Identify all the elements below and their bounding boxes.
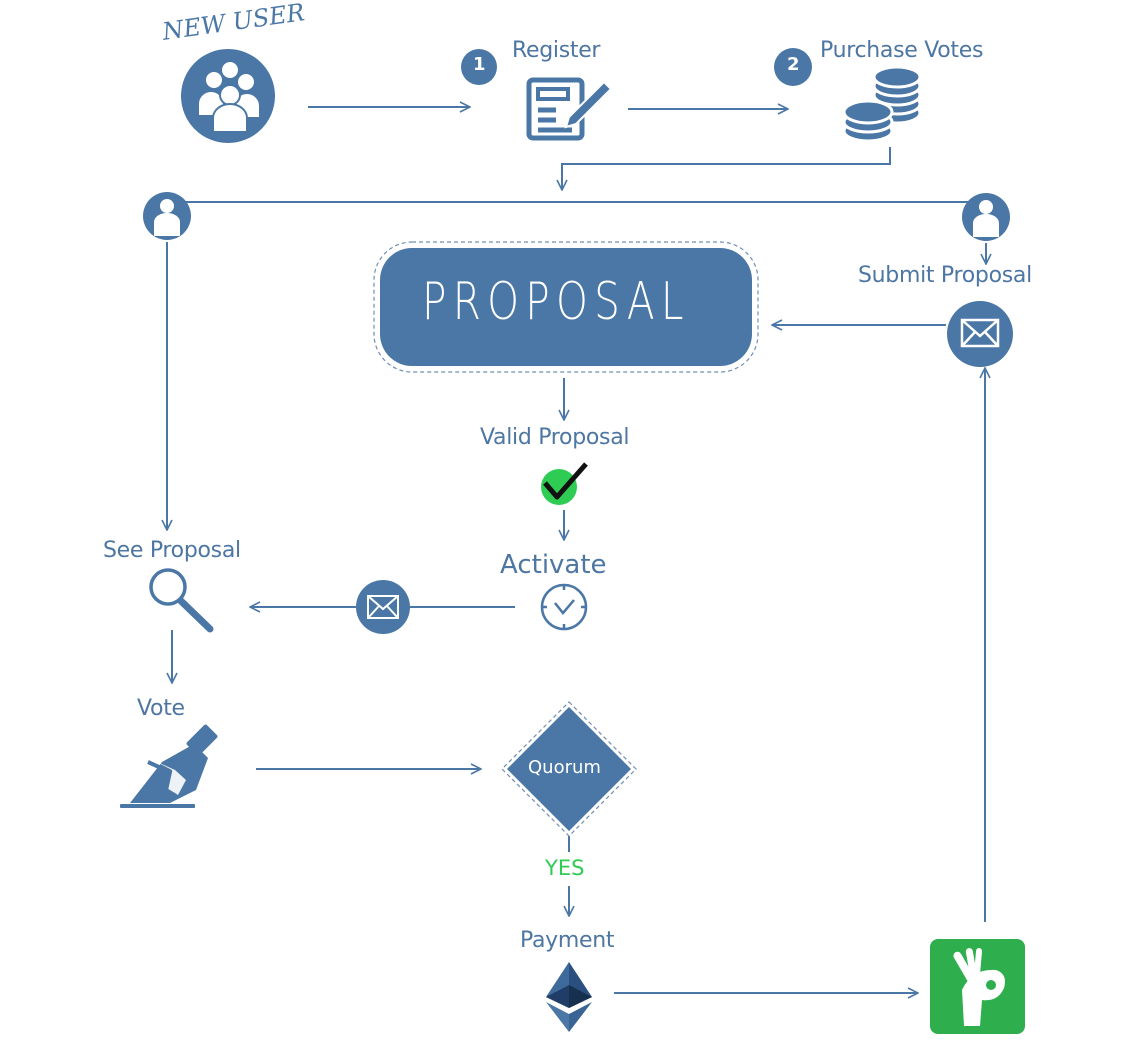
- payment-label: Payment: [520, 928, 615, 953]
- vote-label: Vote: [137, 696, 185, 721]
- step-2-badge: [774, 48, 812, 86]
- register-label: Register: [512, 38, 601, 63]
- proposal-box-outline: [373, 241, 759, 373]
- step-1-number: 1: [473, 54, 486, 75]
- proposal-box: [380, 248, 752, 366]
- step-2-number: 2: [787, 54, 800, 75]
- quorum-node: [501, 701, 637, 837]
- valid-proposal-label: Valid Proposal: [480, 425, 630, 450]
- submit-proposal-label: Submit Proposal: [858, 263, 1032, 288]
- ballot-hand-icon: [120, 724, 218, 808]
- activate-label: Activate: [500, 550, 607, 580]
- notification-envelope-icon: [356, 580, 410, 634]
- check-icon: [541, 462, 588, 505]
- edge-purchase-bus: [562, 147, 891, 190]
- quorum-diamond: [507, 707, 631, 831]
- quorum-label: Quorum: [528, 757, 601, 778]
- registration-form-icon: [526, 77, 585, 141]
- proposal-node: [373, 241, 759, 373]
- clock-icon: [540, 583, 588, 631]
- purchase-votes-node: [774, 48, 922, 143]
- register-node: [461, 49, 613, 141]
- magnifier-icon: [149, 568, 214, 633]
- new-user-node: [181, 49, 275, 143]
- voter-user-icon: [143, 192, 191, 240]
- ethereum-icon: [546, 962, 592, 1032]
- see-proposal-label: See Proposal: [103, 538, 241, 563]
- proposal-title: PROPOSAL: [422, 272, 690, 332]
- yes-label: YES: [545, 856, 585, 880]
- purchase-votes-label: Purchase Votes: [820, 38, 984, 63]
- proposer-user-icon: [962, 193, 1010, 241]
- submit-envelope-icon: [947, 301, 1013, 367]
- step-1-badge: [461, 49, 497, 85]
- coin-stacks-icon: [842, 65, 922, 143]
- ok-hand-icon: [930, 939, 1025, 1034]
- quorum-diamond-outline: [501, 701, 637, 837]
